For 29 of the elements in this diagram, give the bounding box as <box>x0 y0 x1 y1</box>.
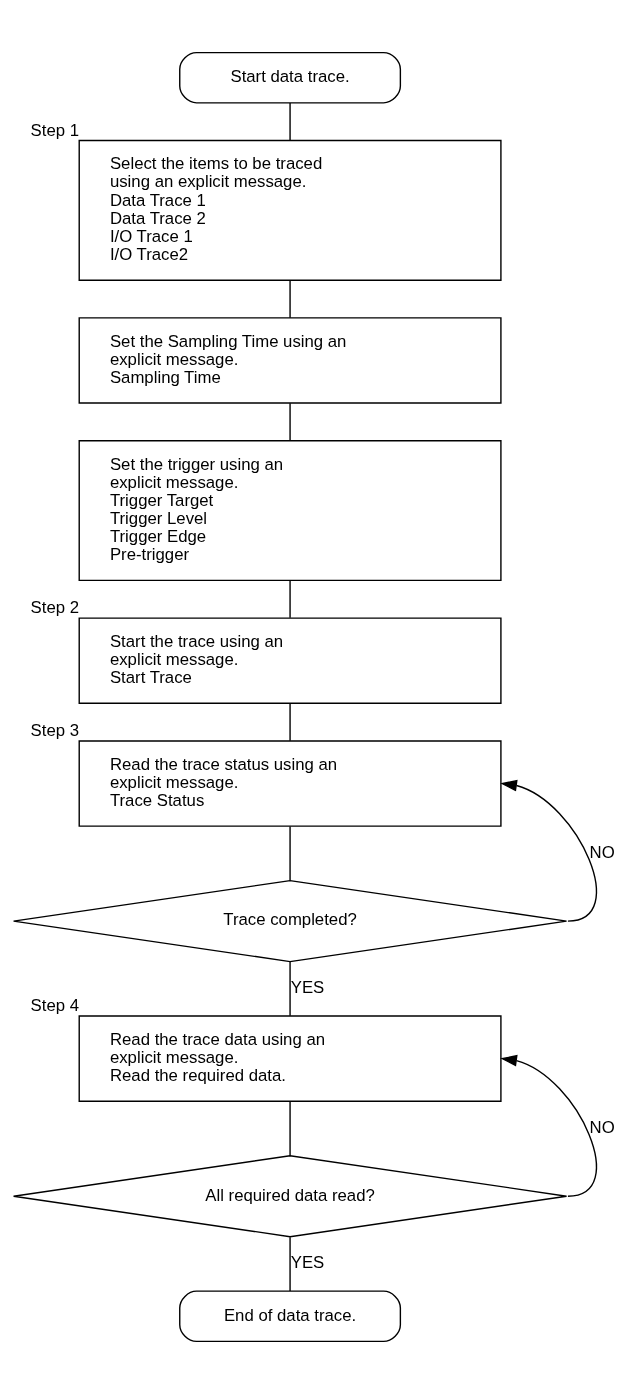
connector <box>289 1236 291 1292</box>
node-label: Step 4 <box>30 995 79 1015</box>
node-box: Set the trigger using an explicit message. Trigger Target Trigger Level Trigger Edge Pre-trigger <box>78 439 502 581</box>
arrow <box>500 1054 598 1197</box>
connector <box>289 960 291 1016</box>
connector <box>289 579 291 619</box>
node-diamond: Trace completed? <box>12 879 568 962</box>
node-box: Select the items to be traced using an explicit message. Data Trace 1 Data Trace 2 I/O Trace 1 I/O Trace2 <box>78 139 502 281</box>
connector <box>289 702 291 741</box>
connector <box>289 101 291 141</box>
node-box: Set the Sampling Time using an explicit message. Sampling Time <box>78 316 502 404</box>
arrow <box>500 779 598 922</box>
edge-label: NO <box>589 1117 615 1137</box>
connector <box>289 825 291 881</box>
node-box: Read the trace status using an explicit message. Trace Status <box>78 739 502 827</box>
edge-label: YES <box>290 1252 325 1272</box>
edge-label: NO <box>589 842 615 862</box>
edge-label: YES <box>290 977 325 997</box>
connector <box>289 1100 291 1156</box>
connector <box>289 402 291 441</box>
node-label: Step 3 <box>30 720 79 740</box>
connector <box>289 279 291 318</box>
node-diamond: All required data read? <box>12 1154 568 1237</box>
node-label: Step 2 <box>30 597 79 617</box>
node-box: Read the trace data using an explicit message. Read the required data. <box>78 1014 502 1102</box>
node-label: Step 1 <box>30 120 79 140</box>
node-box: Start the trace using an explicit message. Start Trace <box>78 616 502 704</box>
node-box: Start data trace. <box>179 51 402 104</box>
node-box: End of data trace. <box>179 1289 402 1342</box>
